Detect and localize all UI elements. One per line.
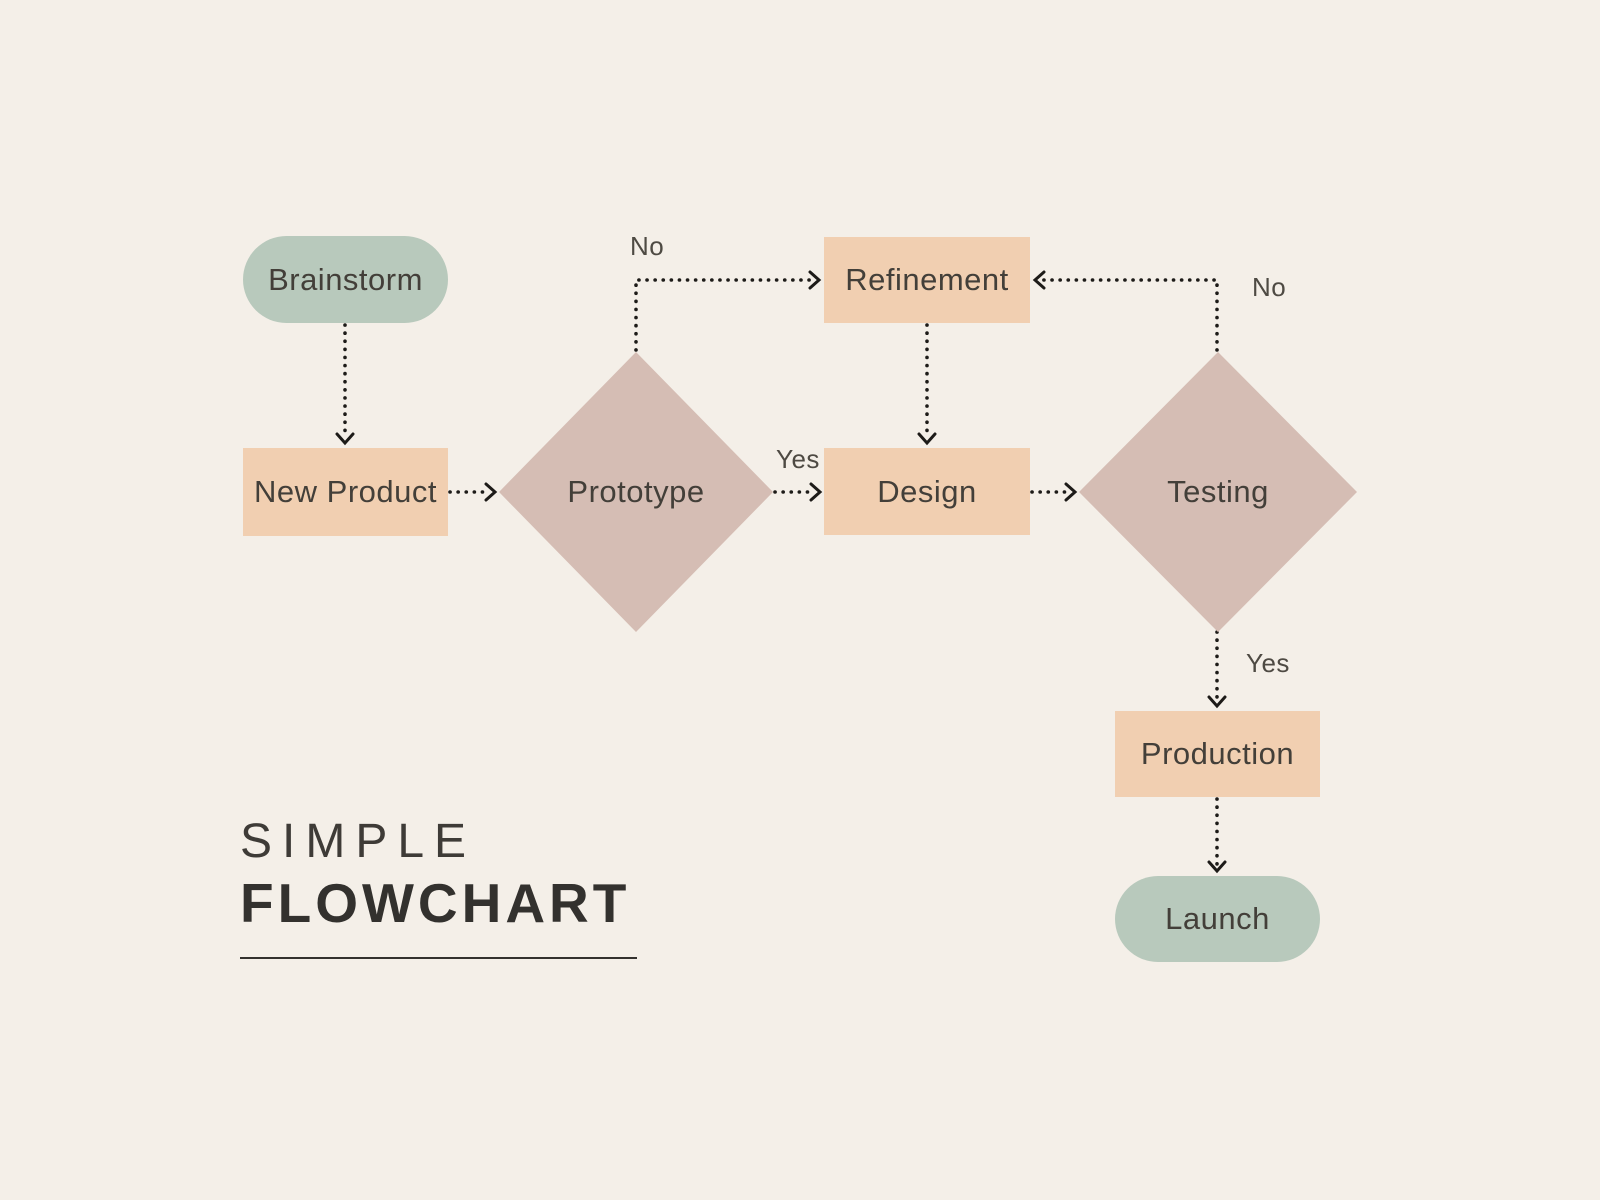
arrowhead-testing-left [1064,482,1078,502]
node-refinement-label: Refinement [845,262,1009,297]
arrowhead-refinement-right [1032,270,1046,290]
edge-testing-no-to-refinement [1041,278,1219,352]
node-prototype-label: Prototype [567,474,705,509]
node-production: Production [1115,711,1320,797]
edge-label-testing-yes: Yes [1246,648,1290,678]
edge-label-prototype-no: No [630,231,665,261]
title-line2: FLOWCHART [240,872,631,934]
node-design-label: Design [877,473,977,509]
title-underline [240,957,637,959]
arrowhead-design-top [917,432,937,446]
arrowhead-refinement-left [808,270,822,290]
title-block: SIMPLE FLOWCHART [240,818,637,959]
node-design: Design [824,448,1030,535]
node-launch-label: Launch [1165,901,1270,936]
edge-prototype-no-to-refinement [634,278,813,352]
arrowhead-launch-top [1207,860,1227,874]
arrowhead-newproduct [335,432,355,446]
arrowhead-production-top [1207,695,1227,709]
node-brainstorm: Brainstorm [243,236,448,323]
node-production-label: Production [1140,736,1295,771]
node-testing-label: Testing [1167,474,1269,509]
node-new-product-label: New Product [254,474,437,509]
node-refinement: Refinement [824,237,1030,323]
arrowhead-prototype [484,482,498,502]
arrowhead-design-left [809,482,823,502]
title-line1: SIMPLE [240,815,477,868]
node-launch: Launch [1115,876,1320,962]
edge-label-testing-no: No [1252,272,1287,302]
node-brainstorm-label: Brainstorm [268,261,423,297]
edge-label-prototype-yes: Yes [776,444,820,474]
node-new-product: New Product [243,448,448,536]
